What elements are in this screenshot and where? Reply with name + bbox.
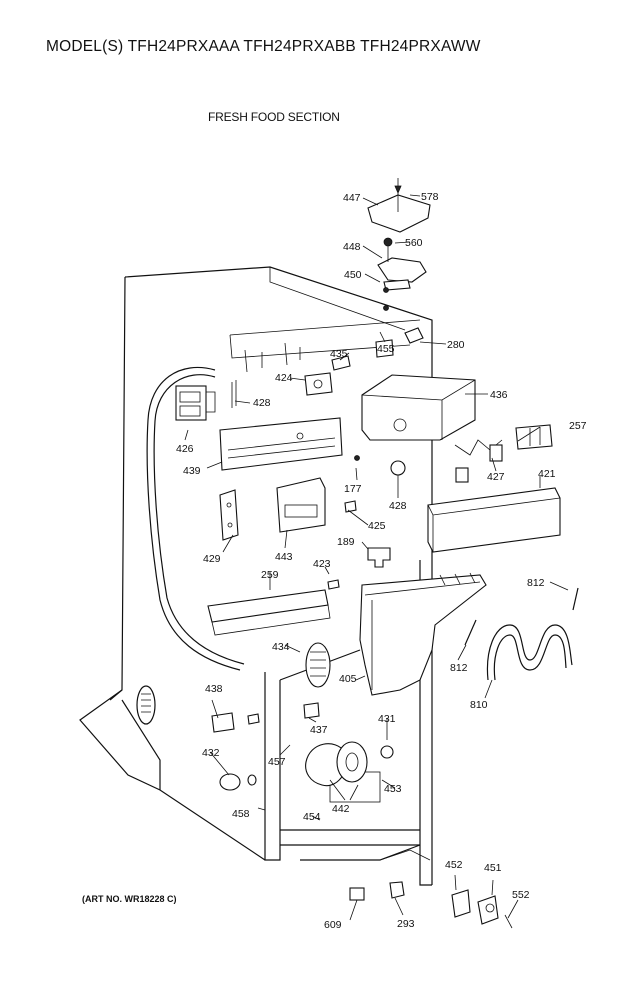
model-title: MODEL(S) TFH24PRXAAA TFH24PRXABB TFH24PR… xyxy=(46,38,481,55)
label-424: 424 xyxy=(275,372,293,384)
part-421-cover xyxy=(427,487,561,553)
part-810-heater xyxy=(486,624,573,681)
part-423-clip xyxy=(327,579,340,590)
part-434-grille xyxy=(305,642,331,688)
label-560: 560 xyxy=(405,237,423,249)
part-432-grommet xyxy=(219,773,257,791)
label-426: 426 xyxy=(176,443,194,455)
label-405: 405 xyxy=(339,673,357,685)
label-447: 447 xyxy=(343,192,361,204)
section-title: FRESH FOOD SECTION xyxy=(208,110,340,124)
part-280-455-fitting xyxy=(375,327,424,358)
label-436: 436 xyxy=(490,389,508,401)
part-424-switch xyxy=(304,372,333,396)
label-812-a: 812 xyxy=(527,577,545,589)
part-429-bracket xyxy=(219,489,239,541)
part-447-cover xyxy=(367,178,431,233)
label-452: 452 xyxy=(445,859,463,871)
label-457: 457 xyxy=(268,756,286,768)
label-428-a: 428 xyxy=(253,397,271,409)
label-455: 455 xyxy=(377,343,395,355)
label-421: 421 xyxy=(538,468,556,480)
label-443: 443 xyxy=(275,551,293,563)
label-812-b: 812 xyxy=(450,662,468,674)
label-431: 431 xyxy=(378,713,396,725)
part-448-560-450-bracket xyxy=(377,237,427,311)
label-427: 427 xyxy=(487,471,505,483)
part-426-428-light-socket xyxy=(175,380,237,421)
label-453: 453 xyxy=(384,783,402,795)
label-450: 450 xyxy=(344,269,362,281)
label-425: 425 xyxy=(368,520,386,532)
part-189-tee xyxy=(367,547,391,568)
cabinet-outline xyxy=(79,266,433,886)
label-578: 578 xyxy=(421,191,439,203)
part-259-shield xyxy=(207,589,331,636)
label-189: 189 xyxy=(337,536,355,548)
label-435: 435 xyxy=(330,348,348,360)
label-451: 451 xyxy=(484,862,502,874)
label-442: 442 xyxy=(332,803,350,815)
label-552: 552 xyxy=(512,889,530,901)
label-439: 439 xyxy=(183,465,201,477)
label-432: 432 xyxy=(202,747,220,759)
label-609: 609 xyxy=(324,919,342,931)
label-259: 259 xyxy=(261,569,279,581)
label-458: 458 xyxy=(232,808,250,820)
label-293: 293 xyxy=(397,918,415,930)
label-448: 448 xyxy=(343,241,361,253)
part-431-442-fan xyxy=(305,741,394,787)
label-280: 280 xyxy=(447,339,465,351)
part-405-duct xyxy=(359,572,487,696)
part-177-428-small-parts xyxy=(344,455,406,513)
leader-lines xyxy=(184,194,569,921)
label-438: 438 xyxy=(205,683,223,695)
label-437: 437 xyxy=(310,724,328,736)
label-177: 177 xyxy=(344,483,362,495)
part-labels: 578 447 448 560 450 455 280 435 424 428 … xyxy=(176,191,587,931)
label-434: 434 xyxy=(272,641,290,653)
label-257: 257 xyxy=(569,420,587,432)
label-810: 810 xyxy=(470,699,488,711)
part-812-probe xyxy=(464,587,579,646)
part-427-harness xyxy=(454,439,503,483)
part-609-293-grommets xyxy=(349,881,405,901)
label-428-b: 428 xyxy=(389,500,407,512)
label-423: 423 xyxy=(313,558,331,570)
part-439-light-shield xyxy=(219,417,343,471)
art-number: (ART NO. WR18228 C) xyxy=(82,894,177,904)
part-257-timer xyxy=(515,424,553,450)
part-452-451-552-brackets xyxy=(451,889,513,929)
part-435-connector xyxy=(331,355,351,371)
label-454: 454 xyxy=(303,811,321,823)
label-429: 429 xyxy=(203,553,221,565)
part-436-housing xyxy=(361,374,476,441)
part-443-panel xyxy=(276,477,326,533)
